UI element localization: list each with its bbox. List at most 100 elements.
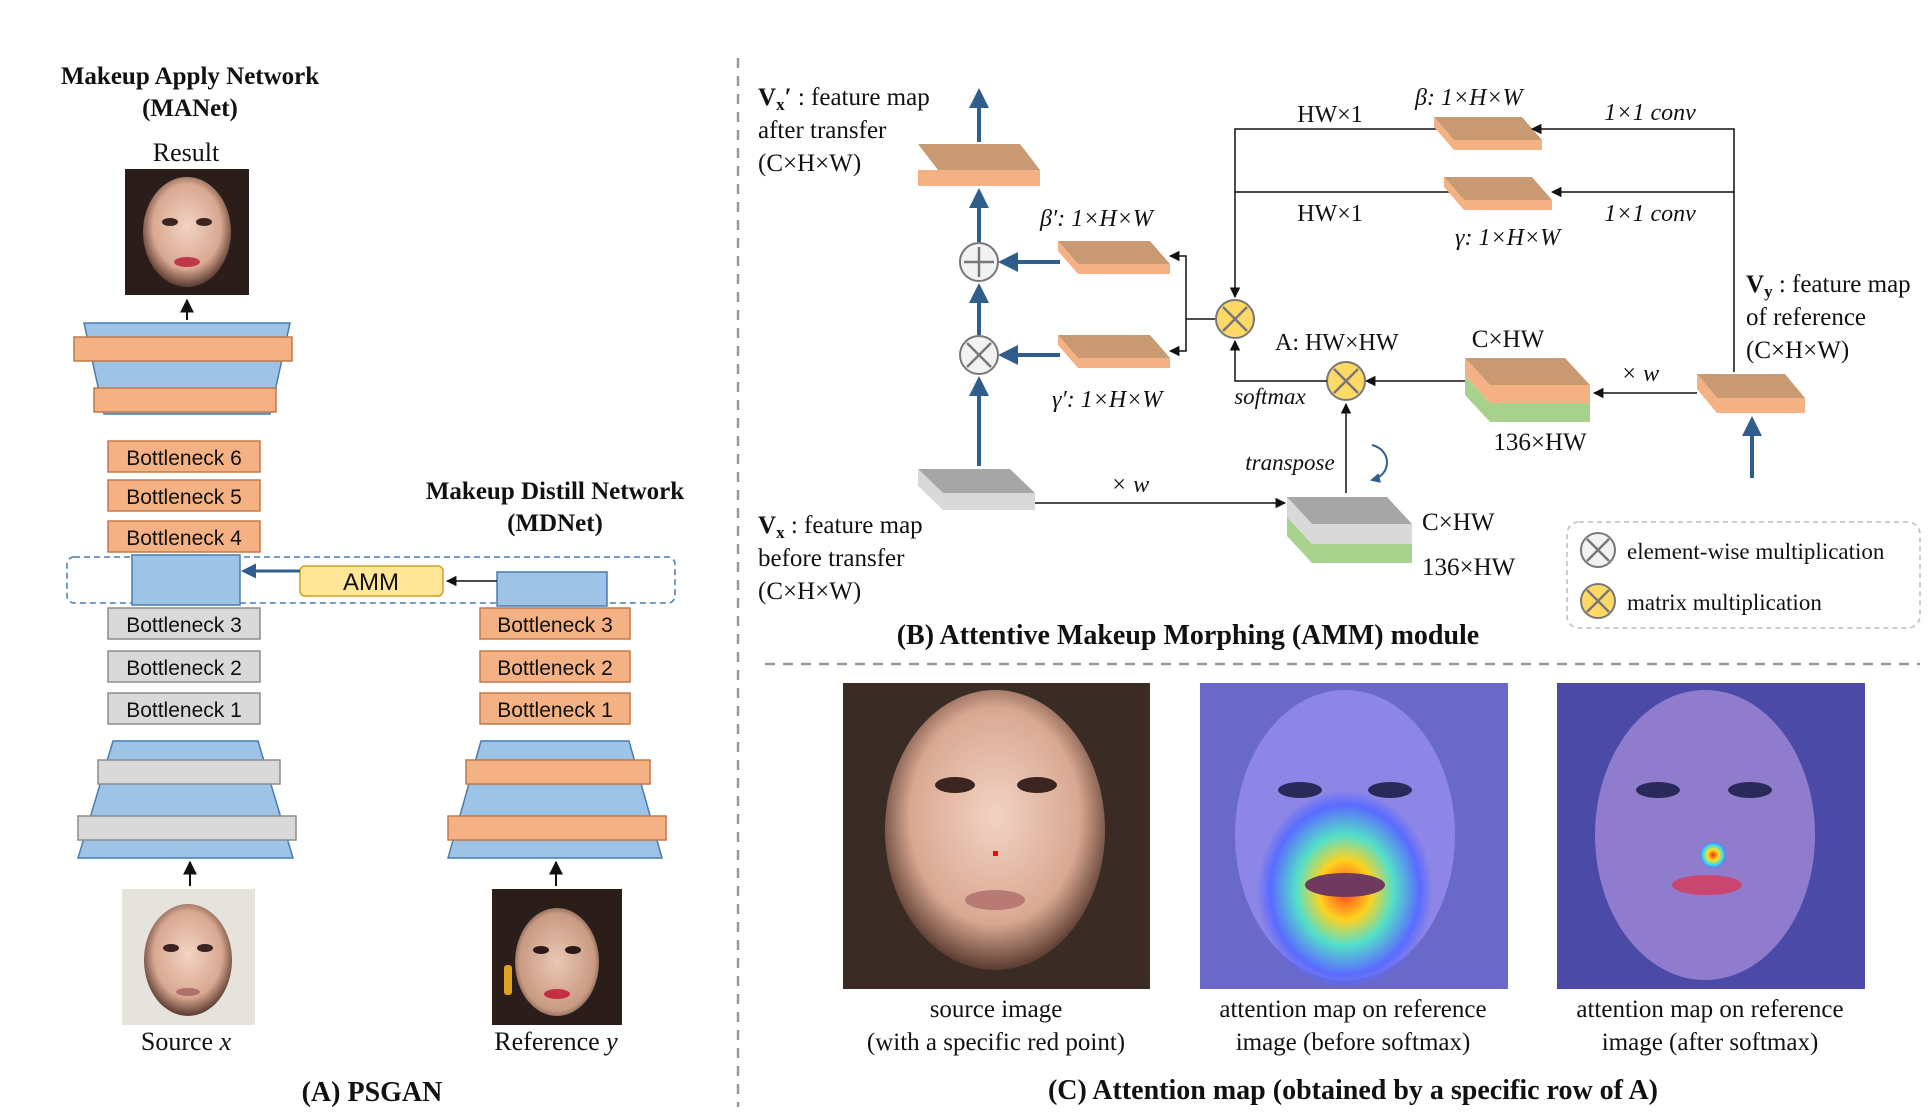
mdnet-bottleneck-3-box [479, 607, 631, 640]
mdnet-title-line1: Makeup Distill Network [426, 478, 684, 505]
matmul-to-gamma-prime [1168, 319, 1187, 357]
bottleneck-5-label: Bottleneck 5 [126, 486, 242, 509]
manet-title-line1: Makeup Apply Network [61, 63, 319, 90]
beta-prime-plate [1058, 241, 1170, 274]
manet-bottleneck-3-label: Bottleneck 3 [126, 614, 242, 637]
hw1-mid-label: HW×1 [1297, 201, 1363, 227]
softmax-label: softmax [1234, 384, 1306, 409]
vx-prime-line3: (C×H×W) [758, 150, 861, 177]
vy-line3: (C×H×W) [1746, 337, 1849, 364]
manet-bottleneck-1-box [107, 692, 261, 725]
chw-bottom-label: C×HW [1422, 509, 1495, 536]
gamma-prime-label: γ′: 1×H×W [1052, 387, 1164, 413]
panel-a-caption: (A) PSGAN [302, 1077, 443, 1108]
transpose-icon [1370, 444, 1388, 483]
bottleneck-5-box [107, 479, 261, 512]
vx-prime-symbol: V [758, 84, 776, 111]
beta-label: β: 1×H×W [1414, 85, 1525, 111]
a-label: A: HW×HW [1275, 330, 1399, 356]
chw-bottom-block [1287, 497, 1412, 563]
result-label: Result [153, 138, 220, 167]
decoder-layer-2 [93, 387, 277, 413]
img3-caption-line2: image (after softmax) [1602, 1029, 1819, 1056]
legend-box [1566, 521, 1921, 629]
manet-title-line2: (MANet) [142, 95, 238, 122]
amm-box [299, 565, 444, 597]
hw136-right-label: 136×HW [1493, 429, 1587, 456]
img1-caption-line2: (with a specific red point) [867, 1029, 1125, 1056]
panel-b-amm: Vx′ : feature map after transfer (C×H×W)… [758, 84, 1921, 651]
vy-desc: : feature map [1773, 271, 1911, 298]
bottleneck-6-label: Bottleneck 6 [126, 447, 242, 470]
transpose-label: transpose [1245, 450, 1334, 475]
conv-top-line [1530, 123, 1735, 372]
img2-caption-line2: image (before softmax) [1236, 1029, 1471, 1056]
legend-matrix-diag2 [1586, 589, 1610, 613]
manet-bottleneck-3-box [107, 607, 261, 640]
reference-image [492, 889, 622, 1025]
matmul-op-upper-diag2 [1222, 306, 1248, 332]
panel-b-caption: (B) Attentive Makeup Morphing (AMM) modu… [897, 620, 1480, 651]
red-point [993, 851, 998, 856]
source-image-large [843, 683, 1150, 989]
conv-top-label: 1×1 conv [1604, 100, 1696, 126]
vx-prime-plate [918, 144, 1040, 186]
mul-op-diag2 [966, 342, 992, 368]
source-label-text: Source [141, 1027, 213, 1056]
source-var: x [219, 1027, 232, 1056]
softmax-line [1229, 339, 1327, 382]
vx-prime-subscript: x [776, 95, 785, 114]
panel-c-attention: source image (with a specific red point)… [843, 683, 1865, 1106]
manet-bottleneck-2-box [107, 650, 261, 683]
bottleneck-4-box [107, 520, 261, 553]
beta-plate [1434, 117, 1542, 150]
chw-right-block [1465, 358, 1590, 422]
mdnet-bottleneck-1-label: Bottleneck 1 [497, 699, 613, 722]
bottleneck-4-label: Bottleneck 4 [126, 527, 242, 550]
vx-line2: before transfer [758, 545, 905, 572]
mdnet-bottleneck-2-label: Bottleneck 2 [497, 657, 613, 680]
vy-line2: of reference [1746, 304, 1866, 331]
amm-label: AMM [343, 569, 399, 596]
reference-label: Reference y [494, 1027, 618, 1056]
mdnet-bottleneck-3-label: Bottleneck 3 [497, 614, 613, 637]
bottleneck-6-box [107, 440, 261, 473]
mdnet-bottleneck-1-box [479, 692, 631, 725]
encoder-layer-1 [97, 759, 281, 785]
decoder-layer-1 [73, 336, 293, 362]
img3-caption-line1: attention map on reference [1576, 996, 1843, 1023]
vy-label: Vy : feature map [1746, 271, 1911, 301]
mdnet-amm-column [496, 571, 608, 607]
attention-before-image [1200, 683, 1508, 989]
manet-bottleneck-1-label: Bottleneck 1 [126, 699, 242, 722]
reference-var: y [603, 1027, 618, 1056]
img1-caption-line1: source image [930, 996, 1063, 1023]
gamma-prime-plate [1058, 335, 1170, 368]
encoder-layer-2 [77, 815, 297, 841]
img2-caption-line1: attention map on reference [1219, 996, 1486, 1023]
vx-prime-label: Vx′ : feature map [758, 84, 930, 114]
conv-mid-label: 1×1 conv [1604, 201, 1696, 227]
beta-prime-label: β′: 1×H×W [1039, 206, 1155, 232]
manet-amm-column [131, 554, 241, 606]
amm-region-dashed [66, 556, 676, 604]
legend-elementwise-label: element-wise multiplication [1627, 539, 1885, 564]
reference-label-text: Reference [494, 1027, 599, 1056]
vx-label: Vx : feature map [758, 512, 923, 542]
legend-elementwise-diag2 [1586, 538, 1610, 562]
panel-a-psgan: Makeup Apply Network (MANet) Result Bott… [61, 63, 684, 1108]
gamma-label: γ: 1×H×W [1455, 225, 1562, 251]
source-label: Source x [141, 1027, 232, 1056]
vx-prime-line2: after transfer [758, 117, 887, 144]
mdnet-encoder-layer-2 [447, 815, 667, 841]
vx-line3: (C×H×W) [758, 578, 861, 605]
gamma-plate [1444, 177, 1552, 210]
vx-plate [918, 469, 1035, 510]
vx-subscript: x [776, 523, 785, 542]
vx-prime-desc: : feature map [792, 84, 930, 111]
manet-bottleneck-2-label: Bottleneck 2 [126, 657, 242, 680]
beta-hw1-line [1229, 128, 1440, 299]
legend-matrix-label: matrix multiplication [1627, 590, 1822, 615]
source-image [122, 889, 255, 1025]
